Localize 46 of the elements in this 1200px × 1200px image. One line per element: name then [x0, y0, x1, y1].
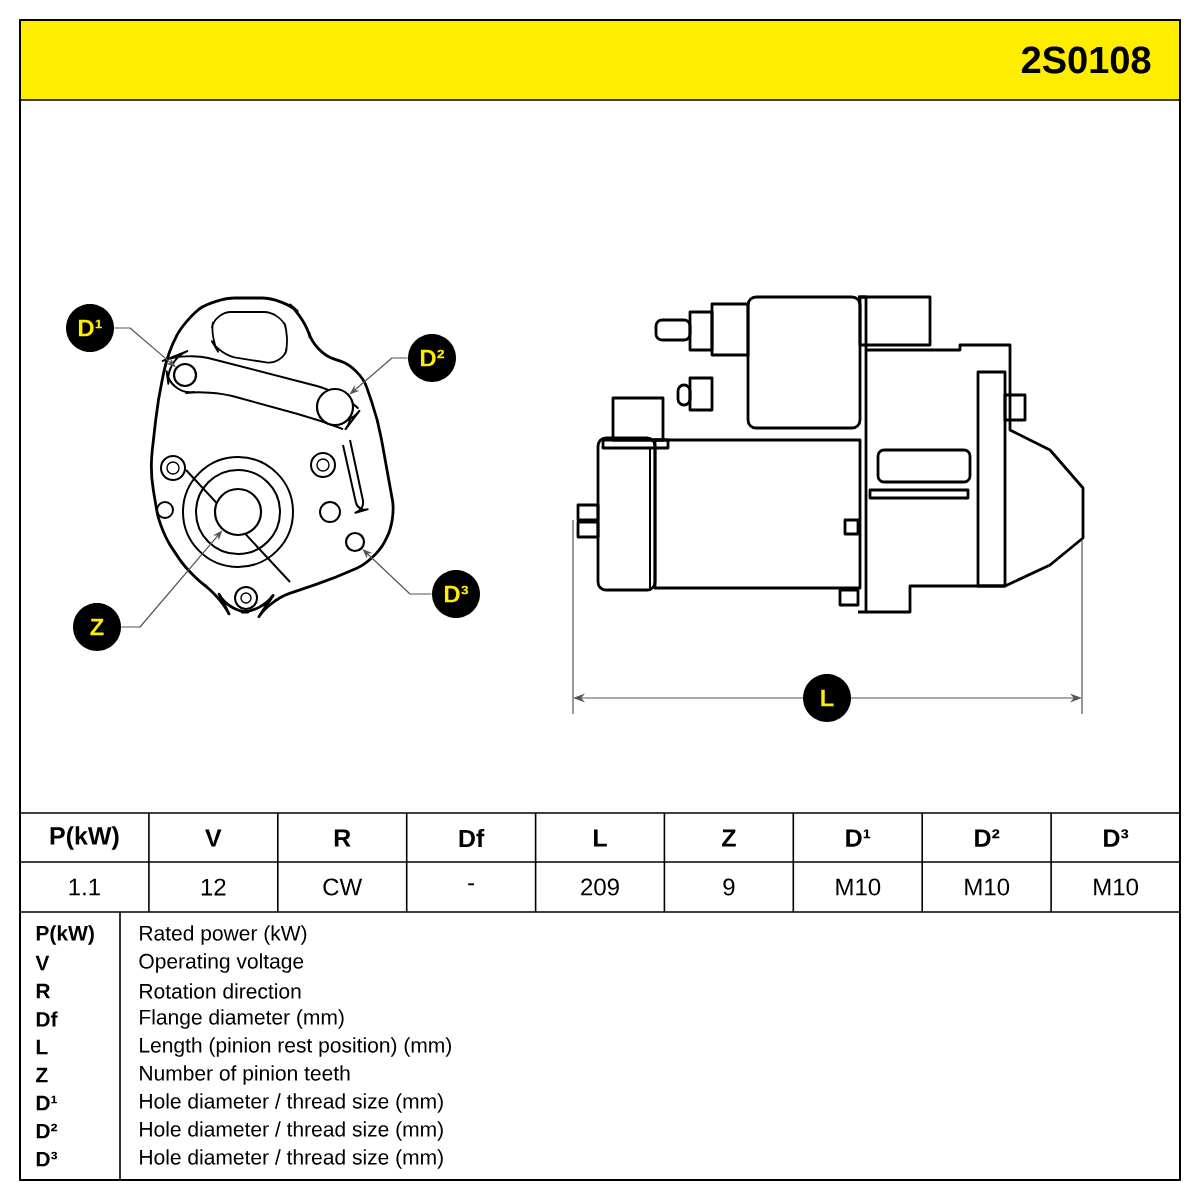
- legend-key: V: [35, 955, 50, 971]
- callout-badge: L: [803, 674, 851, 722]
- legend-key: D¹: [36, 1095, 57, 1111]
- table-header: D²: [975, 829, 1000, 847]
- part-number: 2S0108: [1021, 46, 1151, 74]
- legend-description: Operating voltage: [139, 953, 304, 973]
- callout-badge: D³: [432, 570, 480, 618]
- legend-key: D³: [36, 1151, 58, 1167]
- hole: [172, 362, 198, 388]
- legend-key: D²: [36, 1123, 58, 1139]
- legend-key: P(kW): [36, 925, 94, 945]
- table-value: 12: [201, 878, 226, 896]
- legend-description: Flange diameter (mm): [140, 1009, 344, 1029]
- callout-badge: D²: [408, 334, 456, 382]
- callout-badge: Z: [73, 603, 121, 651]
- legend-key: L: [36, 1039, 48, 1055]
- table-value: CW: [323, 878, 363, 896]
- table-header: R: [334, 829, 351, 847]
- legend-description: Number of pinion teeth: [140, 1065, 350, 1085]
- pinion: [213, 487, 263, 537]
- hole: [344, 531, 366, 553]
- table-value: M10: [1094, 878, 1139, 896]
- legend-key: Z: [36, 1067, 48, 1083]
- hole: [315, 387, 355, 427]
- table-value: M10: [836, 878, 881, 896]
- table-value: 209: [581, 878, 619, 896]
- table-value: M10: [965, 878, 1010, 896]
- legend-description: Rated power (kW): [140, 925, 307, 945]
- table-header: Z: [722, 829, 736, 847]
- table-header: D³: [1104, 829, 1129, 847]
- legend-description: Hole diameter / thread size (mm): [140, 1093, 443, 1113]
- table-value: 1.1: [69, 878, 100, 896]
- table-header: L: [594, 829, 607, 847]
- legend-description: Hole diameter / thread size (mm): [140, 1121, 443, 1141]
- legend-description: Hole diameter / thread size (mm): [140, 1149, 443, 1169]
- table-header: Df: [459, 828, 485, 848]
- legend-description: Length (pinion rest position) (mm): [140, 1037, 451, 1057]
- table-value: 9: [723, 878, 735, 896]
- legend-description: Rotation direction: [140, 983, 301, 999]
- callout-badge: D¹: [66, 304, 114, 352]
- legend-key: Df: [36, 1011, 58, 1027]
- table-value: -: [468, 883, 475, 886]
- table-header: P(kW): [50, 826, 119, 850]
- table-header: V: [205, 829, 222, 847]
- legend-key: R: [36, 983, 51, 999]
- table-header: D¹: [846, 829, 871, 847]
